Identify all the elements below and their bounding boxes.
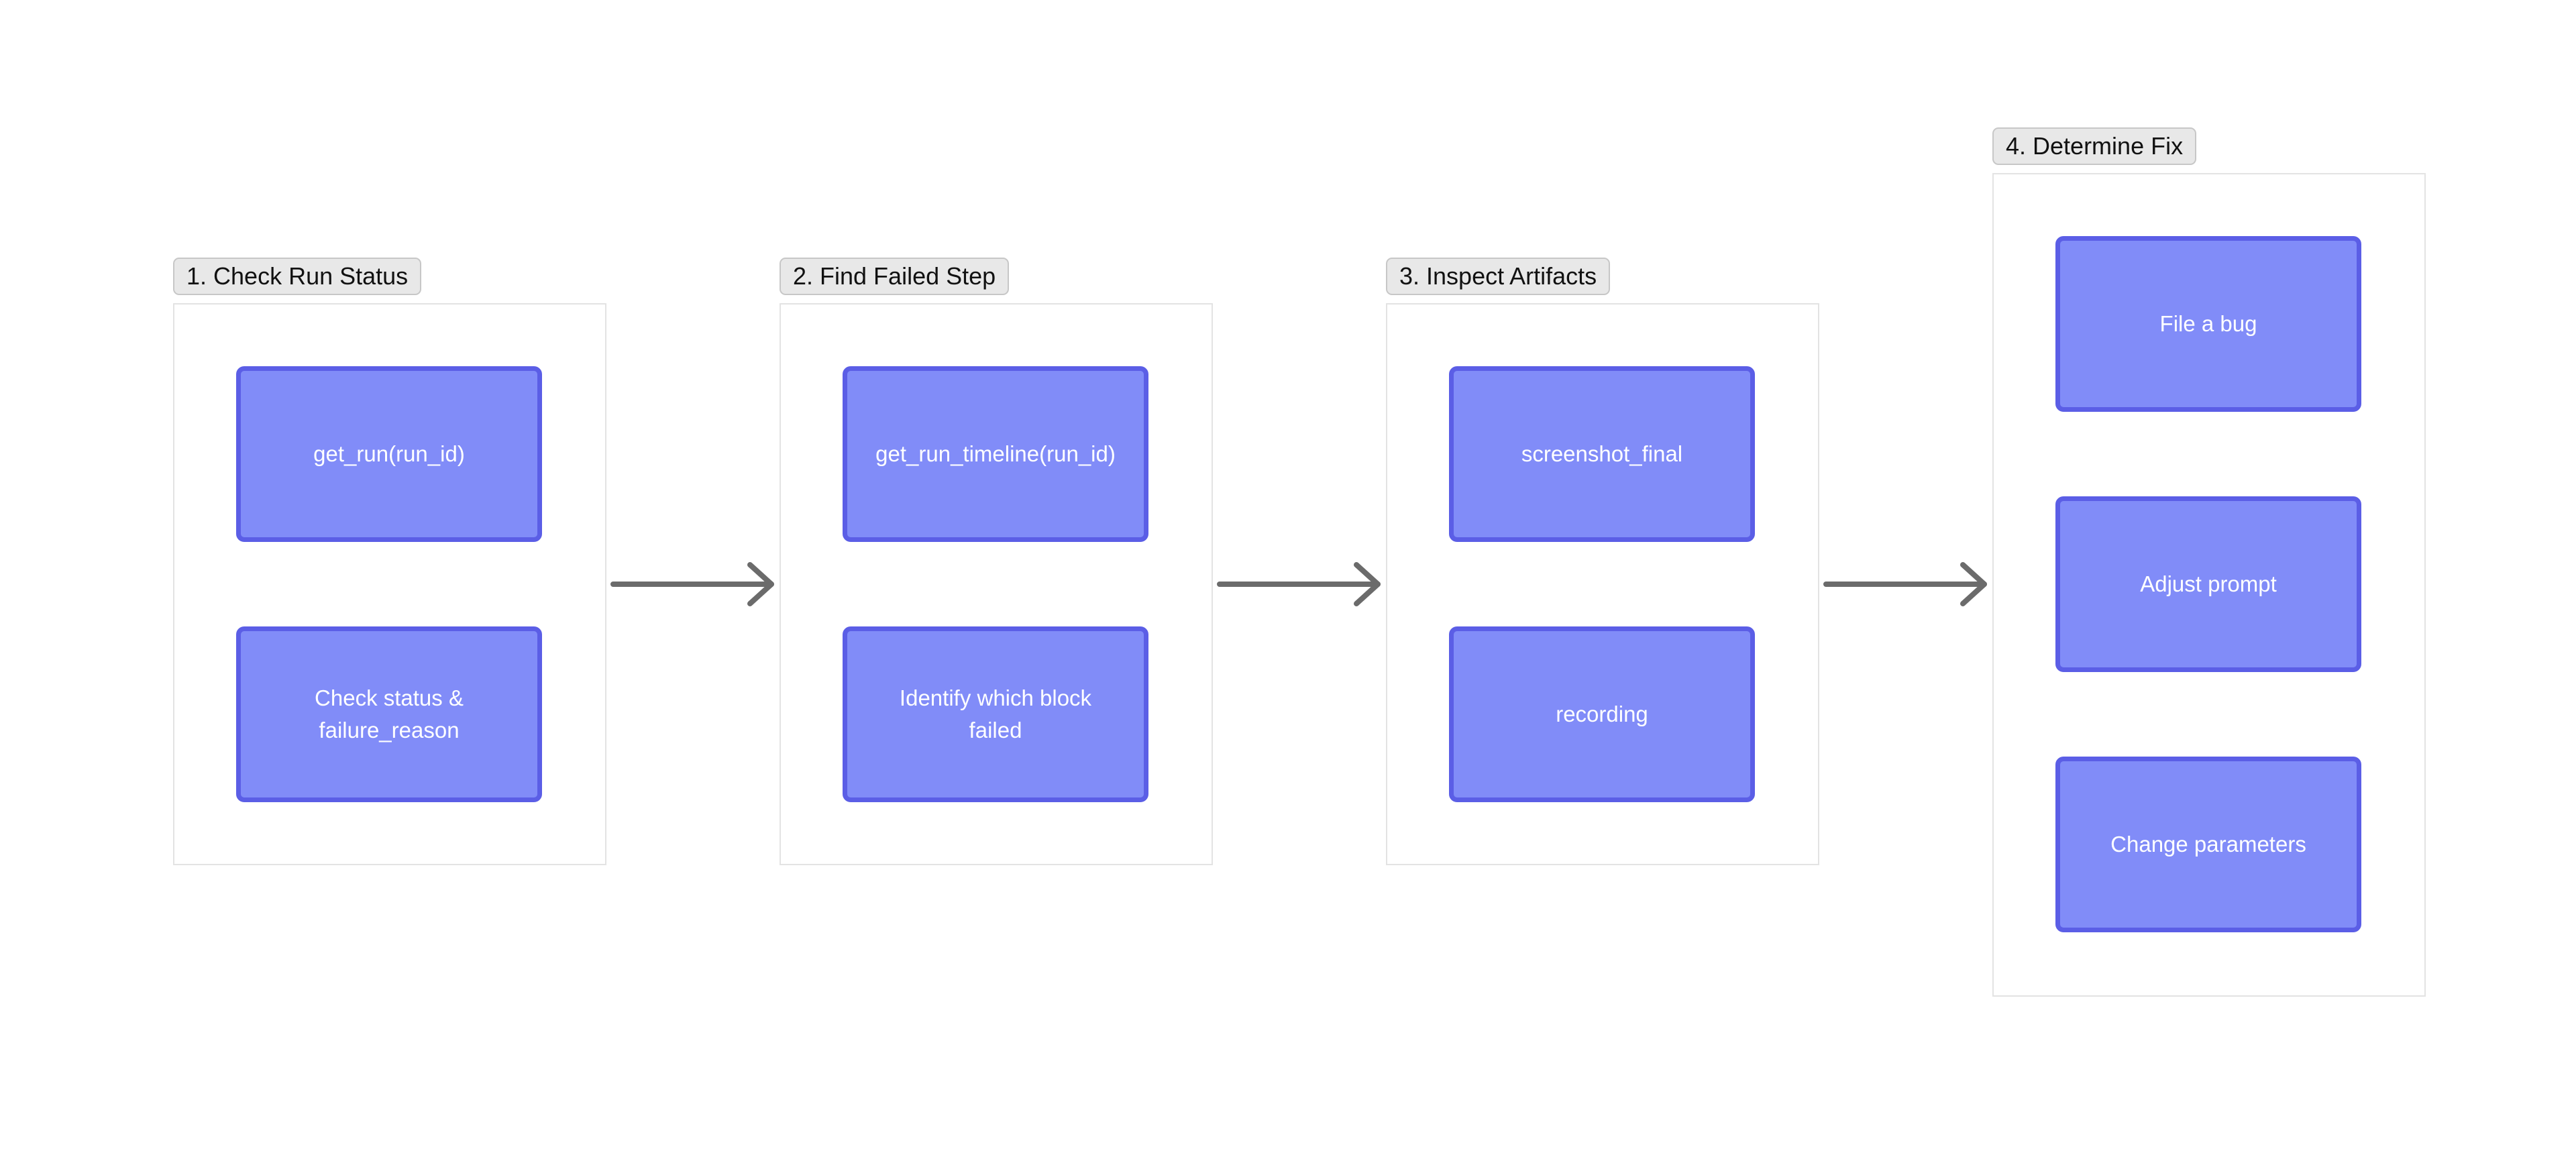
node-label: Identify which block failed xyxy=(899,685,1092,742)
node-label: recording xyxy=(1556,702,1648,726)
node-label: screenshot_final xyxy=(1521,441,1683,466)
node-label: get_run(run_id) xyxy=(313,441,465,466)
stage-3-frame: screenshot_final recording xyxy=(1386,303,1819,865)
stage-4-frame: File a bug Adjust prompt Change paramete… xyxy=(1992,173,2426,997)
stage-3-node-screenshot-final: screenshot_final xyxy=(1449,366,1755,542)
arrow-right-icon xyxy=(1823,562,1987,606)
stage-1-label: 1. Check Run Status xyxy=(173,258,422,295)
stage-1-frame: get_run(run_id) Check status & failure_r… xyxy=(173,303,606,865)
stage-2-node-get-run-timeline: get_run_timeline(run_id) xyxy=(843,366,1148,542)
node-label: File a bug xyxy=(2159,311,2257,336)
node-label: get_run_timeline(run_id) xyxy=(875,441,1116,466)
arrow-right-icon xyxy=(610,562,774,606)
node-label: Change parameters xyxy=(2110,832,2306,857)
stage-2-node-identify-block: Identify which block failed xyxy=(843,626,1148,802)
stage-4-label: 4. Determine Fix xyxy=(1992,127,2197,165)
stage-4-node-file-bug: File a bug xyxy=(2055,236,2361,412)
node-label: Adjust prompt xyxy=(2140,571,2277,596)
stage-2-label: 2. Find Failed Step xyxy=(780,258,1010,295)
stage-3-node-recording: recording xyxy=(1449,626,1755,802)
stage-1-node-get-run: get_run(run_id) xyxy=(236,366,542,542)
stage-1-node-check-status: Check status & failure_reason xyxy=(236,626,542,802)
stage-4-node-adjust-prompt: Adjust prompt xyxy=(2055,496,2361,672)
stage-3-label: 3. Inspect Artifacts xyxy=(1386,258,1611,295)
stage-2-frame: get_run_timeline(run_id) Identify which … xyxy=(780,303,1213,865)
stage-4-node-change-parameters: Change parameters xyxy=(2055,757,2361,932)
node-label: Check status & failure_reason xyxy=(315,685,464,742)
arrow-right-icon xyxy=(1217,562,1381,606)
